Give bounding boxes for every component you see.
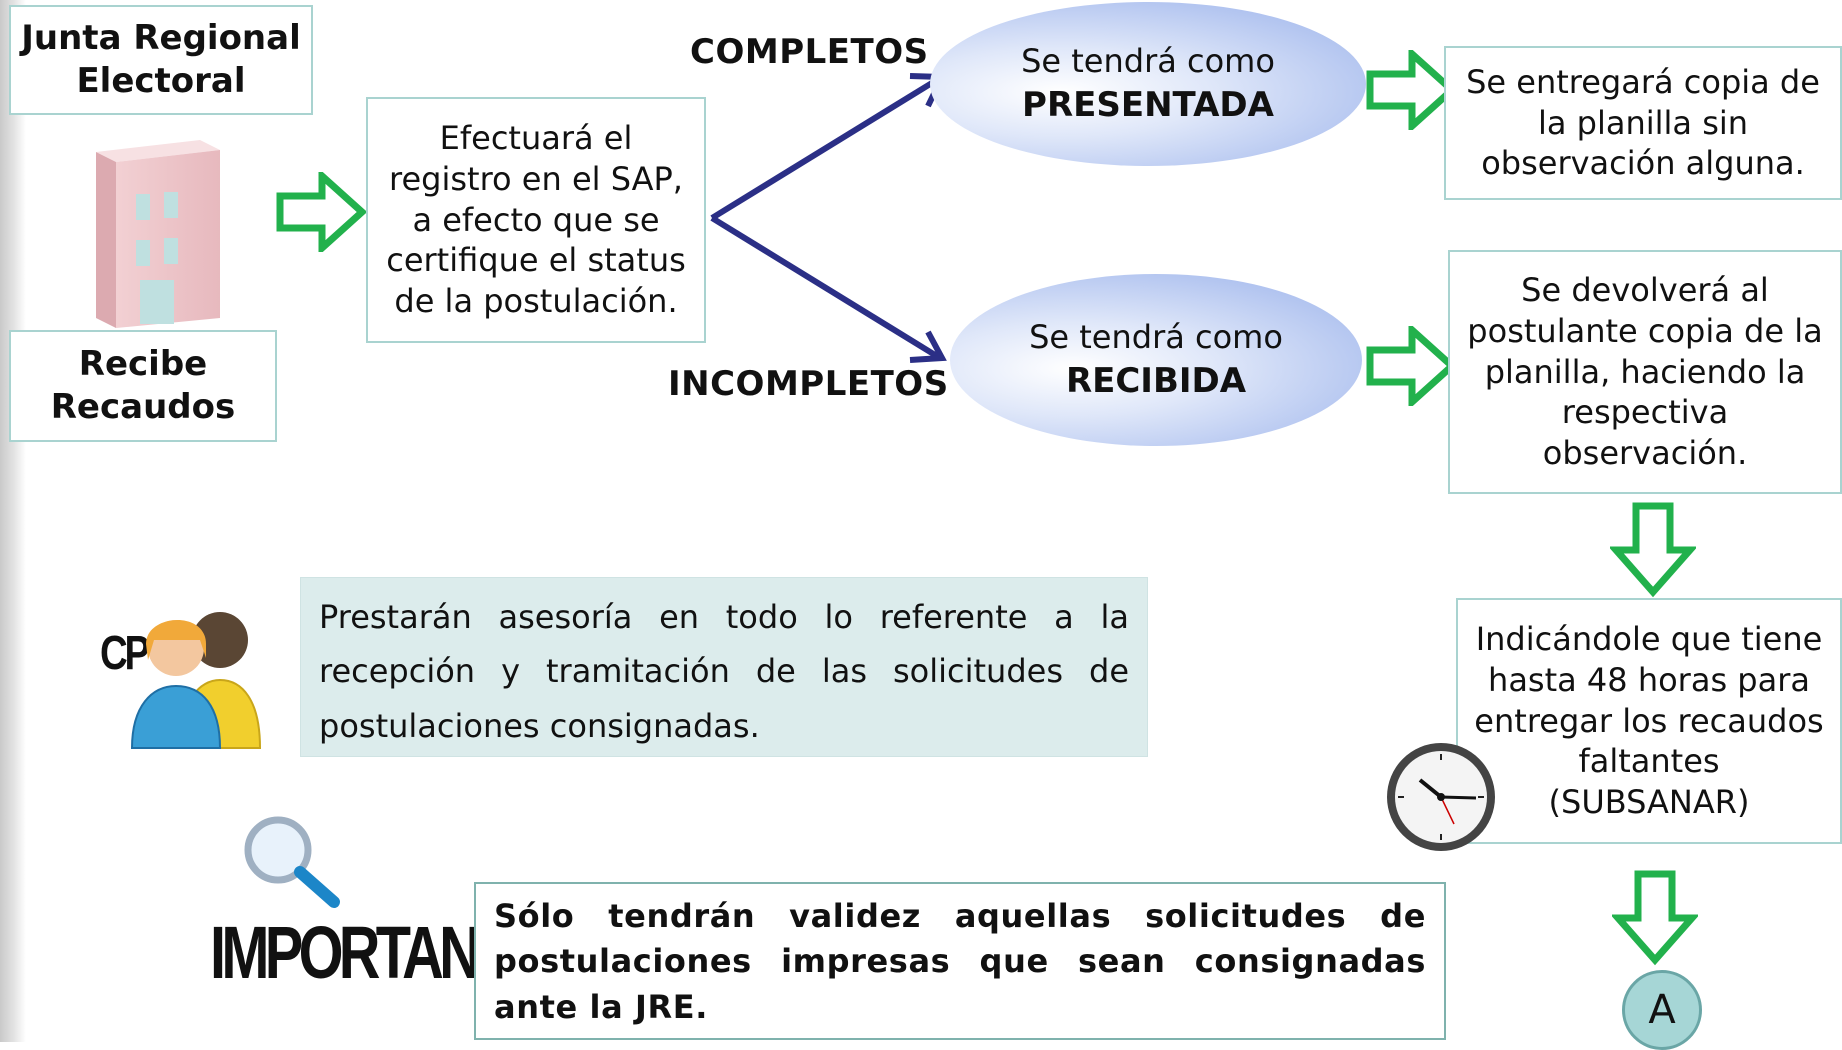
page-edge-shade bbox=[0, 0, 26, 1042]
result-incomplete-box: Se devolverá al postulante copia de la p… bbox=[1448, 250, 1842, 494]
presentada-ellipse: Se tendrá como PRESENTADA bbox=[930, 2, 1366, 166]
green-down-arrow bbox=[1612, 870, 1698, 966]
green-right-arrow bbox=[1366, 50, 1456, 130]
green-right-arrow bbox=[276, 172, 366, 252]
people-icon bbox=[130, 612, 262, 749]
green-down-arrow bbox=[1610, 502, 1696, 598]
result-complete-box: Se entregará copia de la planilla sin ob… bbox=[1444, 46, 1842, 200]
recibida-ellipse: Se tendrá como RECIBIDA bbox=[950, 274, 1362, 446]
recibida-line1: Se tendrá como bbox=[1029, 318, 1283, 357]
important-note: Sólo tendrán validez aquellas solicitude… bbox=[474, 882, 1446, 1040]
advisory-note: Prestarán asesoría en todo lo referente … bbox=[300, 577, 1148, 757]
label-incompletos: INCOMPLETOS bbox=[668, 364, 949, 404]
presentada-line2: PRESENTADA bbox=[1022, 84, 1274, 125]
recibida-line2: RECIBIDA bbox=[1065, 360, 1247, 401]
deadline-box: Indicándole que tiene hasta 48 horas par… bbox=[1456, 598, 1842, 844]
magnifier-icon bbox=[244, 816, 340, 908]
junta-regional-box: Junta Regional Electoral bbox=[9, 5, 313, 115]
recibe-recaudos-box: Recibe Recaudos bbox=[9, 330, 277, 442]
register-sap-box: Efectuará el registro en el SAP, a efect… bbox=[366, 97, 706, 343]
building-icon bbox=[96, 140, 220, 328]
branch-arrows bbox=[710, 73, 947, 363]
green-right-arrow bbox=[1366, 326, 1456, 406]
connector-a: A bbox=[1622, 970, 1702, 1050]
label-completos: COMPLETOS bbox=[690, 32, 929, 72]
cp-badge: CP bbox=[100, 627, 150, 680]
clock-icon bbox=[1387, 743, 1495, 851]
presentada-line1: Se tendrá como bbox=[1021, 42, 1275, 81]
